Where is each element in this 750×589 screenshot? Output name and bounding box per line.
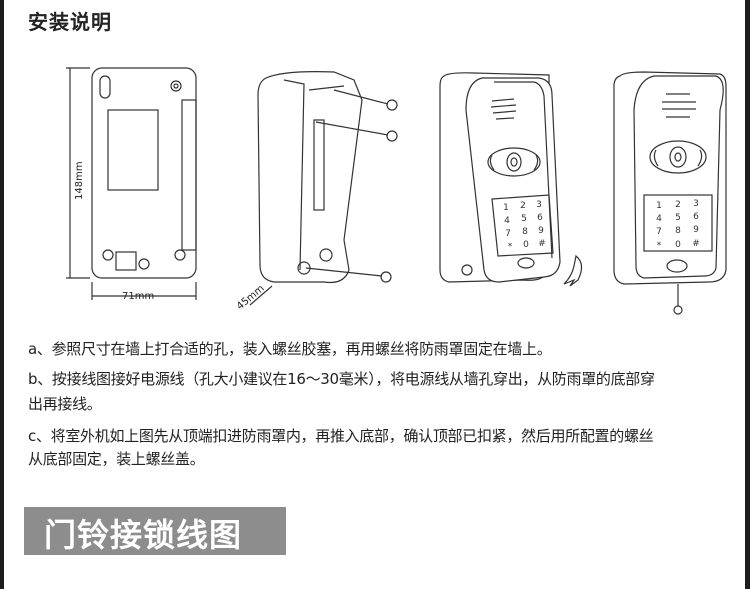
svg-text:7: 7 bbox=[656, 227, 662, 237]
svg-text:4: 4 bbox=[656, 214, 662, 224]
svg-text:3: 3 bbox=[536, 200, 542, 210]
instruction-c-cont: 从底部固定，装上螺丝盖。 bbox=[28, 450, 205, 468]
depth-dimension: 45mm bbox=[235, 283, 267, 312]
svg-text:1: 1 bbox=[656, 201, 662, 211]
outdoor-unit-inserting bbox=[439, 72, 583, 287]
svg-text:2: 2 bbox=[520, 201, 526, 211]
svg-text:5: 5 bbox=[675, 213, 681, 223]
height-dimension: 148mm bbox=[74, 161, 85, 200]
keypad-unit-3: 1 2 3 4 5 6 7 8 9 * 0 # bbox=[503, 200, 546, 252]
rain-cover-side-view bbox=[249, 71, 398, 306]
instruction-b: b、按接线图接好电源线（孔大小建议在16～30毫米），将电源线从墙孔穿出，从防雨… bbox=[28, 370, 655, 388]
rain-cover-back-view bbox=[66, 67, 197, 300]
section-banner-title: 门铃接锁线图 bbox=[44, 516, 243, 554]
svg-text:*: * bbox=[657, 241, 662, 251]
instruction-c: c、将室外机如上图先从顶端扣进防雨罩内，再推入底部，确认顶部已扣紧，然后用所配置… bbox=[28, 427, 654, 445]
svg-text:4: 4 bbox=[504, 216, 510, 226]
keypad-unit-4: 1 2 3 4 5 6 7 8 9 * 0 # bbox=[656, 199, 700, 251]
svg-text:9: 9 bbox=[538, 226, 544, 236]
svg-text:2: 2 bbox=[675, 200, 681, 210]
section-banner: 门铃接锁线图 bbox=[24, 507, 286, 555]
svg-text:8: 8 bbox=[675, 226, 681, 236]
svg-text:7: 7 bbox=[505, 229, 511, 239]
installation-diagram: 148mm 71mm 45mm bbox=[66, 67, 727, 315]
svg-text:6: 6 bbox=[537, 213, 543, 223]
outdoor-unit-installed bbox=[613, 71, 727, 315]
page-title: 安装说明 bbox=[28, 10, 112, 34]
svg-text:*: * bbox=[508, 242, 513, 252]
svg-text:8: 8 bbox=[522, 227, 528, 237]
width-dimension: 71mm bbox=[122, 291, 154, 302]
svg-text:0: 0 bbox=[675, 240, 681, 250]
page: 安装说明 148mm 71mm 45mm bbox=[4, 0, 745, 589]
svg-text:9: 9 bbox=[693, 225, 699, 235]
svg-text:0: 0 bbox=[523, 240, 529, 250]
svg-text:5: 5 bbox=[521, 214, 527, 224]
svg-text:3: 3 bbox=[693, 199, 699, 209]
svg-text:6: 6 bbox=[693, 212, 699, 222]
instruction-a: a、参照尺寸在墙上打合适的孔，装入螺丝胶塞，再用螺丝将防雨罩固定在墙上。 bbox=[28, 340, 552, 358]
svg-text:#: # bbox=[692, 239, 700, 249]
instruction-b-cont: 出再接线。 bbox=[28, 395, 102, 413]
svg-text:1: 1 bbox=[503, 203, 509, 213]
svg-text:#: # bbox=[538, 239, 546, 249]
